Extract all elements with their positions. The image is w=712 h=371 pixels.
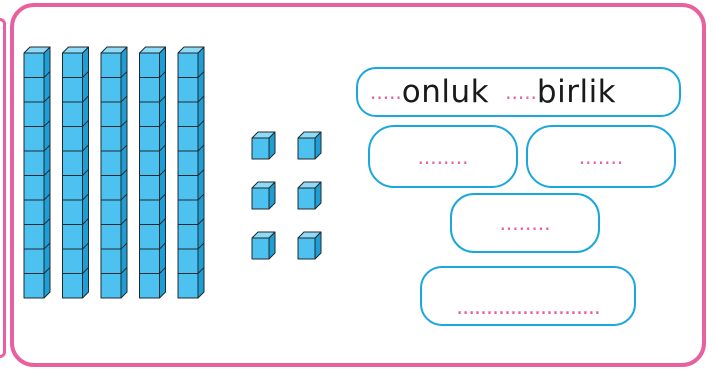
cube-front-face xyxy=(297,187,316,210)
rod-top-face xyxy=(177,46,205,54)
cube-top-face xyxy=(297,181,322,189)
cube-top-face xyxy=(251,181,276,189)
ones-cube xyxy=(251,231,276,260)
birlik-label: birlik xyxy=(536,74,617,110)
answer-blank-3[interactable]: ........ xyxy=(499,211,551,235)
tens-rod xyxy=(23,46,51,299)
answer-blank-2[interactable]: ....... xyxy=(578,144,624,169)
cube-top-face xyxy=(251,131,276,139)
answer-blank-4[interactable]: ........................ xyxy=(456,295,601,320)
cube-top-face xyxy=(251,231,276,239)
cube-front-face xyxy=(251,187,270,210)
ones-cube xyxy=(251,131,276,160)
birlik-blank[interactable]: ..... xyxy=(505,80,537,104)
cube-front-face xyxy=(297,237,316,260)
tens-rod xyxy=(139,46,166,299)
cube-top-face xyxy=(297,231,322,239)
rod-top-face xyxy=(62,46,89,54)
tens-rod xyxy=(177,46,205,299)
rod-top-face xyxy=(139,46,166,54)
answer-blank-1[interactable]: ........ xyxy=(417,144,469,169)
onluk-birlik-row[interactable]: ..... onluk ..... birlik xyxy=(356,67,681,117)
answer-box-2[interactable]: ....... xyxy=(526,125,676,188)
tens-rods xyxy=(23,46,205,299)
ones-cube xyxy=(297,181,322,210)
cube-top-face xyxy=(297,131,322,139)
rod-top-face xyxy=(100,46,128,54)
onluk-label: onluk xyxy=(401,74,490,110)
cube-front-face xyxy=(251,237,270,260)
cube-front-face xyxy=(297,137,316,160)
onluk-blank[interactable]: ..... xyxy=(370,80,402,104)
tens-rod xyxy=(62,46,89,299)
rod-top-face xyxy=(23,46,51,54)
tens-rod xyxy=(100,46,128,299)
answer-box-3[interactable]: ........ xyxy=(450,193,600,253)
answer-box-4[interactable]: ........................ xyxy=(420,266,636,326)
previous-panel-edge xyxy=(0,18,6,358)
answer-box-1[interactable]: ........ xyxy=(368,125,518,188)
ones-cubes xyxy=(251,131,322,260)
cube-front-face xyxy=(251,137,270,160)
exercise-frame xyxy=(10,3,706,367)
ones-cube xyxy=(297,231,322,260)
ones-cube xyxy=(251,181,276,210)
ones-cube xyxy=(297,131,322,160)
